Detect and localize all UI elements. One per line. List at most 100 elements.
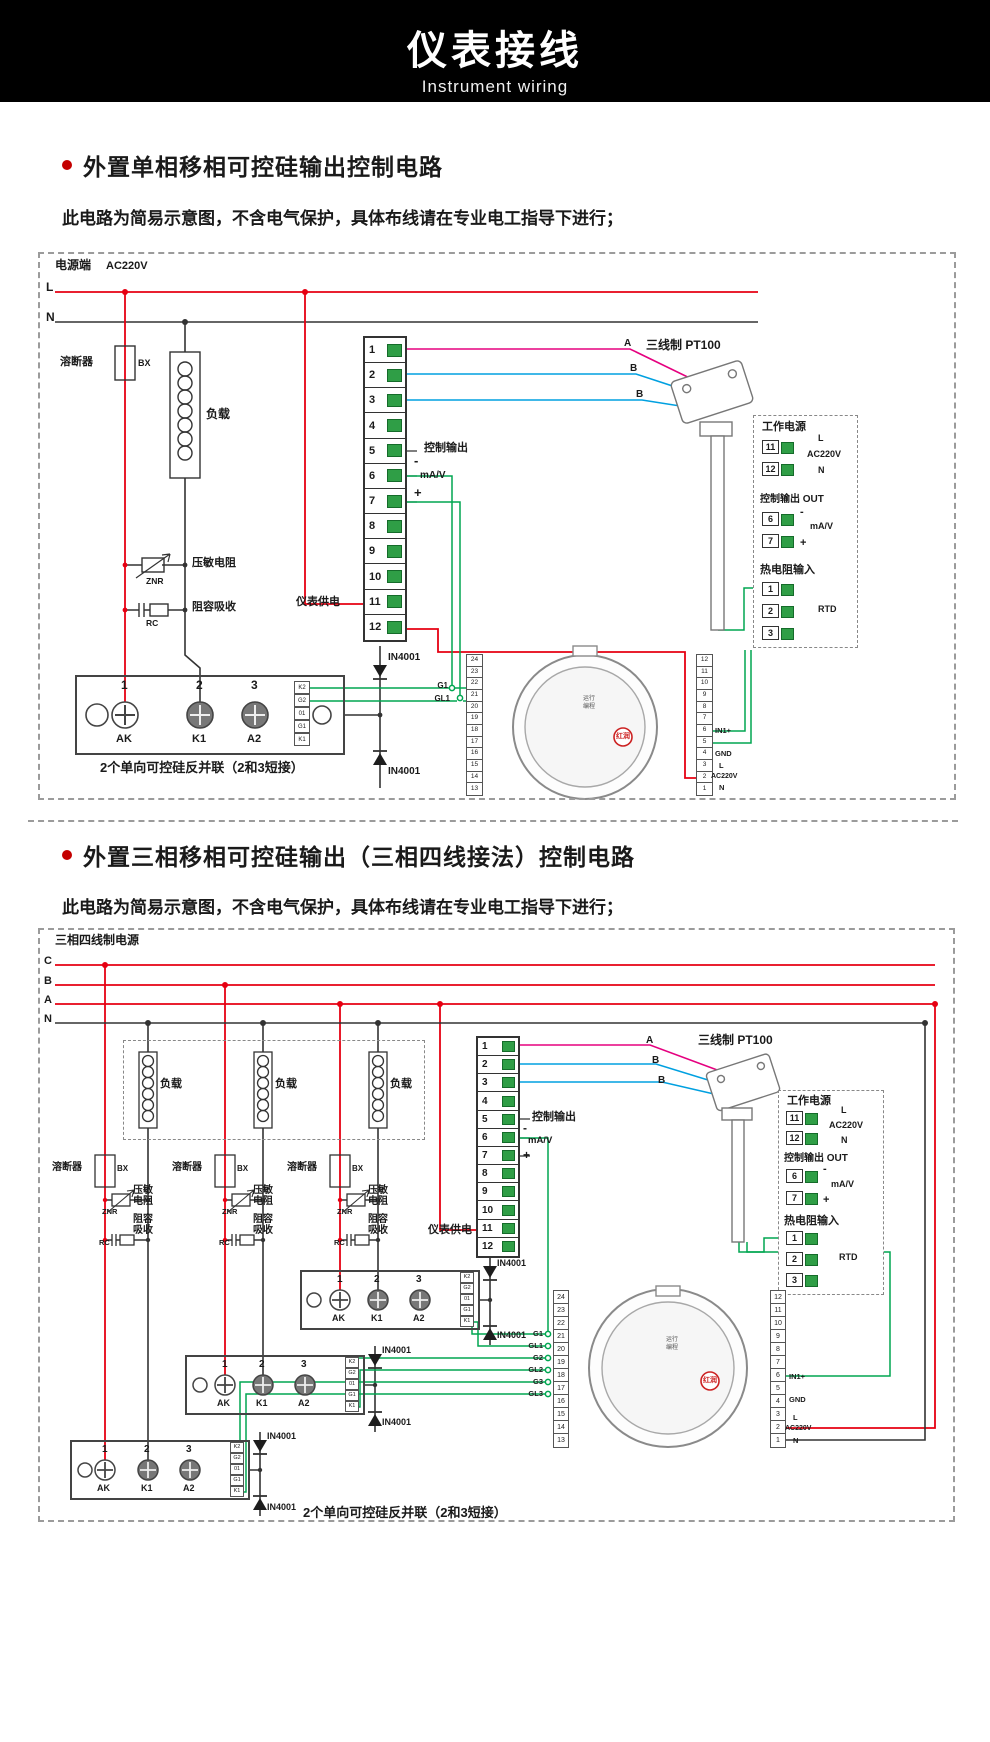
s2-fuse-code-2: BX [237, 1164, 249, 1173]
s1-mav-label: mA/V [420, 470, 446, 481]
s2-pt100-label: 三线制 PT100 [698, 1033, 773, 1047]
tcell-cell: 12 [478, 1238, 518, 1256]
scell-cell: 24 [554, 1291, 568, 1304]
scell-cell: 3 [771, 1408, 785, 1421]
tcell-cell: 6 [478, 1129, 518, 1147]
tcell-cell: 2 [365, 363, 405, 389]
scell-cell: 7 [697, 713, 712, 725]
sscell-cell: G2 [294, 694, 310, 707]
s2-caption: 2个单向可控硅反并联（2和3短接） [303, 1505, 507, 1520]
s2-line-a-label: A [44, 994, 52, 1006]
scell-cell: 13 [557, 1437, 565, 1444]
s1-ac-l-label: L [719, 761, 724, 770]
scell-cell: 10 [697, 678, 712, 690]
s2-panel-term-12: 12 [786, 1131, 818, 1145]
s2-components [94, 1051, 497, 1510]
s2-line-n-label: N [44, 1013, 52, 1025]
scell-cell: 23 [554, 1304, 568, 1317]
s1-panel-n: N [818, 465, 825, 475]
s2-scr-module-2 [185, 1355, 365, 1415]
sscell-cell: G1 [345, 1390, 359, 1401]
s1-panel-minus: - [800, 506, 804, 518]
s2-load-label-1: 负载 [160, 1078, 182, 1090]
s2-scr3-num-1: 1 [102, 1444, 108, 1455]
scell-cell: 16 [554, 1395, 568, 1408]
s1-ac-n-label: N [719, 783, 725, 792]
s2-gl1-label: GL1 [528, 1341, 543, 1350]
s2-rc-label-1: 阻容吸收 [133, 1214, 153, 1236]
s2-line-b-label: B [44, 975, 52, 987]
s2-gnd-label: GND [789, 1395, 806, 1404]
scell-cell: 1 [702, 784, 707, 792]
s2-varistor-code-2: ZNR [222, 1207, 238, 1216]
sscell-cell: K1 [460, 1316, 474, 1327]
scell-cell: 8 [771, 1343, 785, 1356]
scell-cell: 1 [776, 1437, 780, 1444]
s2-scr1-label-a2: A2 [413, 1313, 425, 1323]
s1-in1-label: IN1+ [715, 726, 732, 735]
s2-panel-work-power: 工作电源 [787, 1095, 831, 1107]
s1-diode-label-1: IN4001 [388, 652, 421, 663]
s1-sensor-wire-a-label: A [624, 338, 632, 349]
s2-panel-term-11: 11 [786, 1111, 818, 1125]
s2-ac-n-label: N [793, 1436, 799, 1445]
s2-panel-rtd-input: 热电阻输入 [784, 1215, 839, 1227]
sscell-cell: G2 [460, 1283, 474, 1294]
s2-scr1-num-2: 2 [374, 1274, 380, 1285]
s2-title-text: 外置三相移相可控硅输出（三相四线接法）控制电路 [83, 844, 635, 870]
s2-live-wires [55, 964, 936, 1460]
s1-panel-term-11: 11 [762, 440, 794, 454]
s1-line-l-label: L [46, 280, 54, 294]
s1-prog-label: 编程 [583, 704, 596, 710]
s2-power-label: 三相四线制电源 [55, 933, 140, 947]
s1-caption: 2个单向可控硅反并联（2和3短接） [100, 760, 304, 775]
s1-panel-control-out: 控制输出 OUT [760, 494, 824, 505]
s2-mav-label: mA/V [528, 1135, 553, 1146]
s2-note: 此电路为简易示意图，不含电气保护，具体布线请在专业电工指导下进行； [62, 898, 623, 917]
scell-cell: 20 [467, 702, 482, 714]
s1-title-text: 外置单相移相可控硅输出控制电路 [83, 154, 443, 180]
s2-panel-mav: mA/V [831, 1179, 855, 1189]
s1-bullet-icon [62, 160, 72, 170]
s2-scr2-label-a2: A2 [298, 1398, 310, 1408]
scell-cell: 23 [467, 667, 482, 679]
s1-scr-num-2: 2 [196, 678, 203, 692]
s2-control-output-label: 控制输出 [532, 1111, 576, 1123]
tcell-cell: 4 [365, 413, 405, 439]
s2-bullet-icon [62, 850, 72, 860]
s2-g2-label: G2 [532, 1353, 543, 1362]
scell-cell: 15 [554, 1408, 568, 1421]
scell-cell: 4 [771, 1395, 785, 1408]
s2-panel-l: L [841, 1105, 847, 1115]
s1-pt100-sensor [670, 360, 754, 631]
s1-note: 此电路为简易示意图，不含电气保护，具体布线请在专业电工指导下进行； [62, 209, 623, 228]
s2-panel-term-2: 2 [786, 1252, 818, 1266]
scell-cell: 3 [697, 760, 712, 772]
scell-cell: 16 [467, 748, 482, 760]
s2-scr2-num-3: 3 [301, 1359, 307, 1370]
s1-panel-term-7: 7 [762, 534, 794, 548]
sscell-cell: G1 [294, 720, 310, 733]
s2-rc-label-3: 阻容吸收 [368, 1214, 388, 1236]
scell-cell: 18 [554, 1369, 568, 1382]
scell-cell: 10 [771, 1317, 785, 1330]
scell-cell: 13 [470, 784, 479, 792]
s2-minus-label: - [523, 1121, 527, 1135]
scell-cell: 22 [467, 678, 482, 690]
s2-diode-label-3: IN4001 [382, 1345, 412, 1355]
s1-varistor-code: ZNR [146, 576, 164, 586]
scell-cell: 5 [771, 1382, 785, 1395]
s1-live-wires [55, 291, 758, 779]
s2-scr-module-1 [300, 1270, 480, 1330]
s1-power-voltage: AC220V [106, 260, 148, 272]
s2-ac220v-label: AC220V [785, 1425, 812, 1432]
s1-varistor-label: 压敏电阻 [192, 557, 236, 569]
s1-panel-rtd-input: 热电阻输入 [760, 564, 815, 576]
sscell-cell: K2 [345, 1357, 359, 1368]
s2-fuse-label-2: 溶断器 [172, 1162, 202, 1173]
